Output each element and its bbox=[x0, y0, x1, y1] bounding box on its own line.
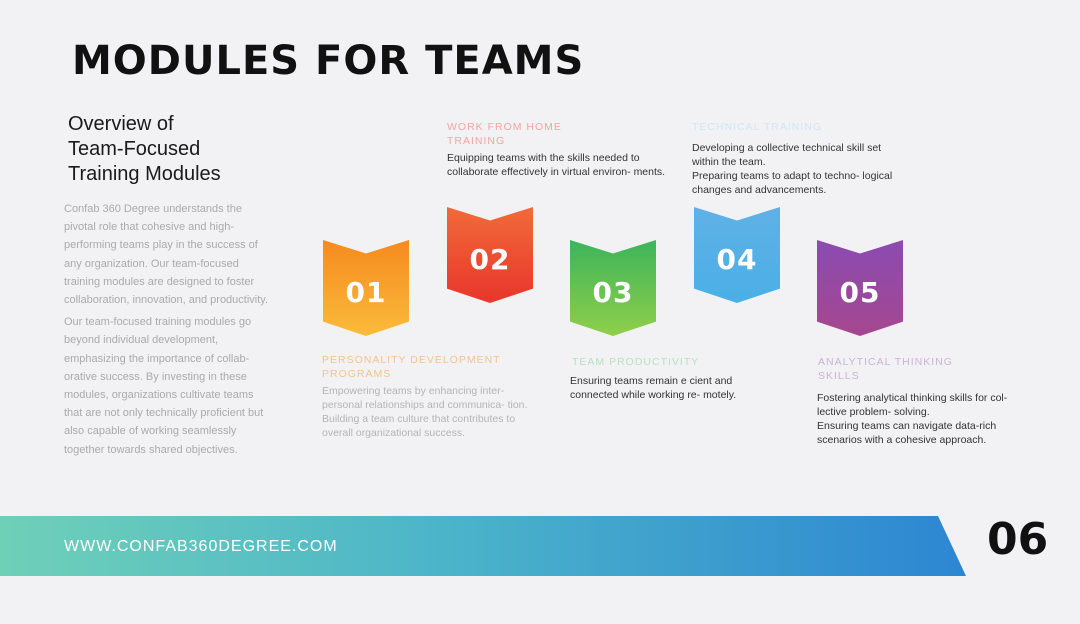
module-02-badge: 02 bbox=[447, 207, 533, 303]
module-body-line: Empowering teams by enhancing inter- per… bbox=[322, 385, 528, 411]
module-01-heading: PERSONALITY DEVELOPMENT PROGRAMS bbox=[322, 353, 512, 381]
module-body-line: Preparing teams to adapt to techno- logi… bbox=[692, 170, 893, 196]
module-05-heading: ANALYTICAL THINKING SKILLS bbox=[818, 355, 978, 383]
module-body-line: Fostering analytical thinking skills for… bbox=[817, 392, 1008, 418]
module-04-heading: TECHNICAL TRAINING bbox=[692, 120, 882, 134]
module-number: 03 bbox=[592, 275, 634, 309]
intro-paragraph: Confab 360 Degree understands the pivota… bbox=[64, 203, 269, 307]
module-01-description: Empowering teams by enhancing inter- per… bbox=[322, 384, 536, 440]
subtitle-line: Training Modules bbox=[68, 163, 221, 185]
subtitle-line: Overview of bbox=[68, 113, 174, 135]
module-05-badge: 05 bbox=[817, 240, 903, 336]
module-body-line: Ensuring teams can navigate data-rich sc… bbox=[817, 420, 997, 446]
module-heading-line: TRAINING bbox=[447, 135, 506, 147]
intro-paragraph: Our team-focused training modules go bey… bbox=[64, 316, 264, 456]
module-heading-line: WORK FROM HOME bbox=[447, 121, 562, 133]
module-03-heading: TEAM PRODUCTIVITY bbox=[572, 355, 742, 369]
module-heading-line: TEAM PRODUCTIVITY bbox=[572, 356, 700, 368]
module-number: 02 bbox=[469, 242, 511, 276]
module-01-badge: 01 bbox=[323, 240, 409, 336]
module-number: 04 bbox=[716, 242, 758, 276]
intro-text: Confab 360 Degree understands the pivota… bbox=[64, 200, 270, 463]
module-body-line: Building a team culture that contributes… bbox=[322, 413, 516, 439]
module-number: 01 bbox=[345, 275, 387, 309]
module-body-line: Equipping teams with the skills needed t… bbox=[447, 152, 666, 178]
module-heading-line: ANALYTICAL THINKING bbox=[818, 356, 953, 368]
module-03-description: Ensuring teams remain e cient and connec… bbox=[570, 374, 746, 402]
module-02-heading: WORK FROM HOME TRAINING bbox=[447, 120, 607, 148]
module-04-badge: 04 bbox=[694, 207, 780, 303]
subtitle-line: Team-Focused bbox=[68, 138, 201, 160]
module-heading-line: SKILLS bbox=[818, 370, 860, 382]
module-heading-line: PROGRAMS bbox=[322, 368, 392, 380]
footer-website-link[interactable]: WWW.CONFAB360DEGREE.COM bbox=[64, 538, 338, 555]
page-number: 06 bbox=[987, 514, 1049, 565]
module-03-badge: 03 bbox=[570, 240, 656, 336]
module-body-line: Developing a collective technical skill … bbox=[692, 142, 882, 168]
module-heading-line: TECHNICAL TRAINING bbox=[692, 121, 823, 133]
module-body-line: Ensuring teams remain e cient and connec… bbox=[570, 375, 737, 401]
module-02-description: Equipping teams with the skills needed t… bbox=[447, 151, 669, 179]
module-number: 05 bbox=[839, 275, 881, 309]
footer-band bbox=[0, 516, 966, 576]
page-title: MODULES FOR TEAMS bbox=[72, 38, 585, 84]
module-05-description: Fostering analytical thinking skills for… bbox=[817, 391, 1037, 447]
module-heading-line: PERSONALITY DEVELOPMENT bbox=[322, 354, 501, 366]
section-subtitle: Overview of Team-Focused Training Module… bbox=[68, 112, 268, 187]
module-04-description: Developing a collective technical skill … bbox=[692, 141, 896, 197]
